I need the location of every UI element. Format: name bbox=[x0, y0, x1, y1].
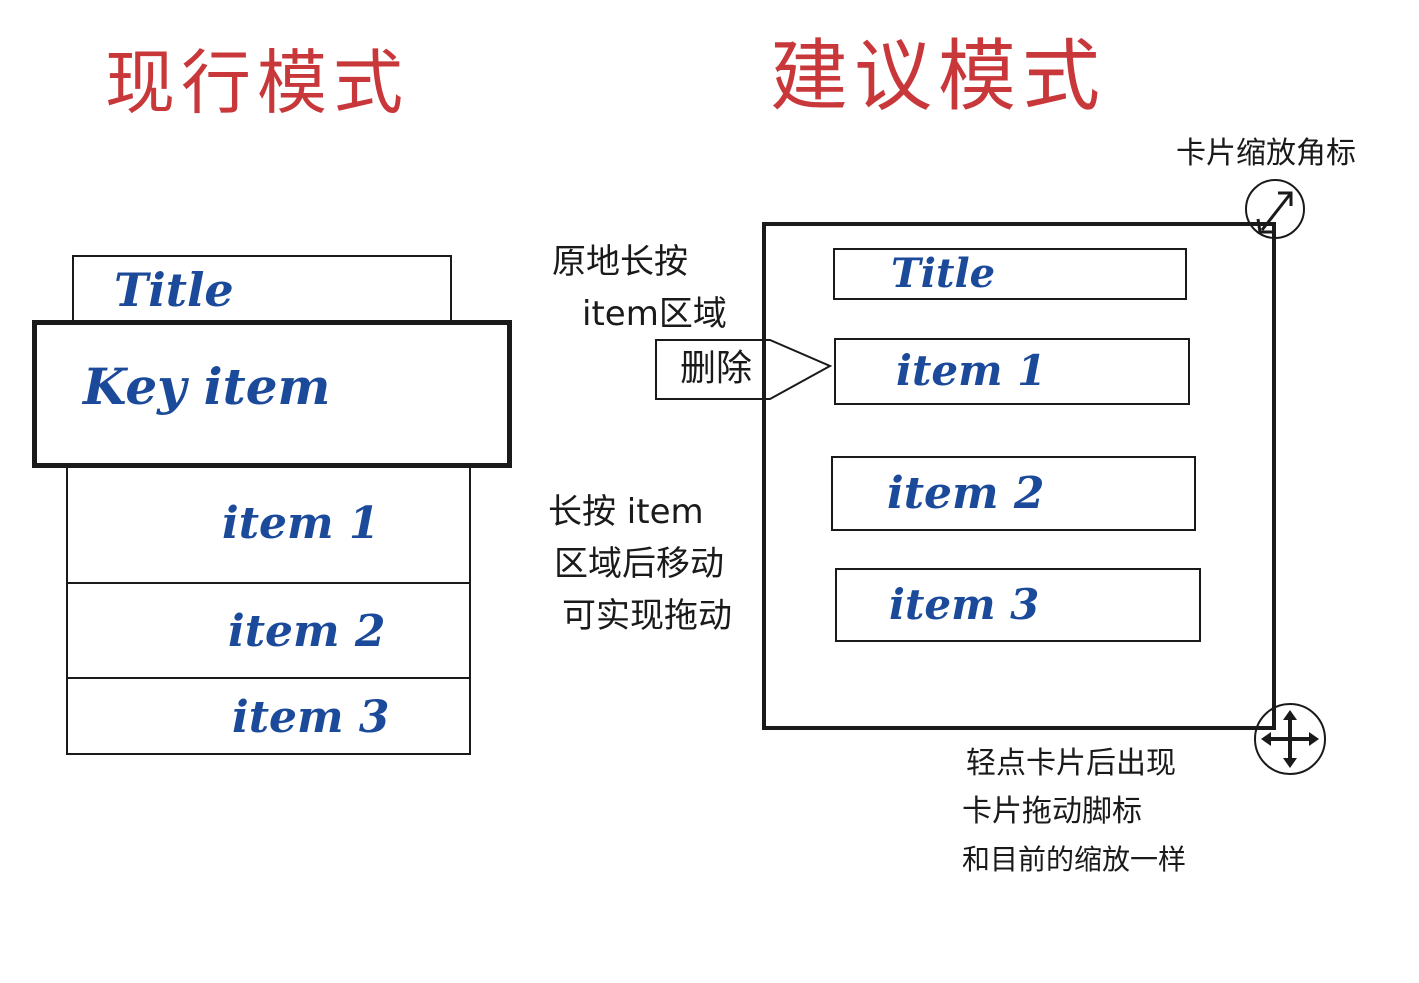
right-item-2-label: item 2 bbox=[887, 468, 1045, 519]
note-long-press-delete: 原地长按 item区域 bbox=[552, 236, 727, 340]
right-item-1-box[interactable]: item 1 bbox=[834, 338, 1190, 405]
left-title-label: Title bbox=[114, 263, 234, 317]
left-item-2[interactable]: item 2 bbox=[228, 606, 386, 657]
note-tap-drag: 轻点卡片后出现 卡片拖动脚标 和目前的缩放一样 bbox=[962, 740, 1186, 884]
right-item-3-box[interactable]: item 3 bbox=[835, 568, 1201, 642]
right-item-2-box[interactable]: item 2 bbox=[831, 456, 1196, 531]
note-line: 原地长按 bbox=[552, 242, 688, 282]
resize-arrow-icon bbox=[1245, 179, 1305, 239]
left-list-box bbox=[66, 460, 471, 755]
key-item-box[interactable]: Key item bbox=[32, 320, 512, 468]
note-line: 可实现拖动 bbox=[562, 596, 732, 636]
delete-label[interactable]: 删除 bbox=[680, 348, 753, 389]
right-item-1-label: item 1 bbox=[896, 346, 1047, 395]
note-line: 长按 item bbox=[548, 492, 704, 532]
note-line: item区域 bbox=[582, 294, 727, 334]
right-title-box: Title bbox=[833, 248, 1187, 300]
current-mode-heading: 现行模式 bbox=[105, 42, 409, 124]
key-item-label: Key item bbox=[83, 357, 331, 416]
right-item-3-label: item 3 bbox=[889, 580, 1040, 629]
left-divider-2 bbox=[66, 677, 471, 679]
delete-arrow-shape bbox=[655, 339, 833, 400]
right-title-label: Title bbox=[891, 250, 996, 297]
left-item-1[interactable]: item 1 bbox=[222, 498, 380, 549]
note-line: 和目前的缩放一样 bbox=[962, 843, 1187, 876]
move-cross-icon bbox=[1254, 703, 1326, 775]
left-item-3[interactable]: item 3 bbox=[232, 692, 390, 743]
note-line: 卡片拖动脚标 bbox=[962, 794, 1142, 829]
note-line: 轻点卡片后出现 bbox=[966, 746, 1176, 781]
proposed-mode-heading: 建议模式 bbox=[770, 32, 1107, 122]
proposed-card[interactable] bbox=[762, 222, 1276, 730]
note-resize-corner: 卡片缩放角标 bbox=[1176, 136, 1356, 171]
note-long-press-drag: 长按 item 区域后移动 可实现拖动 bbox=[548, 486, 732, 642]
left-divider-1 bbox=[66, 582, 471, 584]
note-line: 区域后移动 bbox=[554, 544, 724, 584]
